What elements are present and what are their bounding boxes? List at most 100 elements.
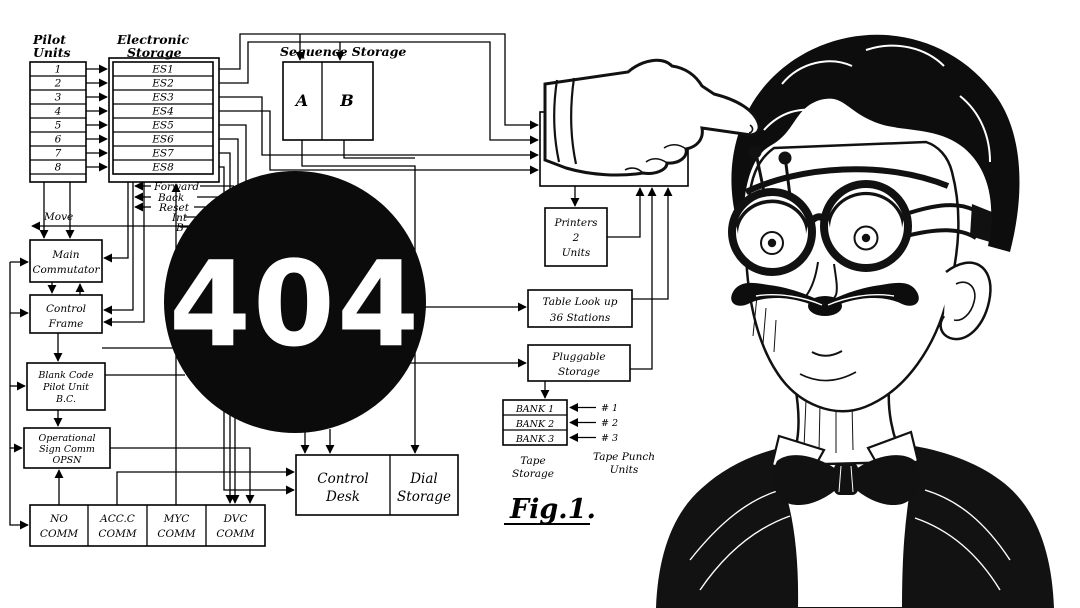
- tape-storage-label-1: Tape: [520, 455, 545, 467]
- sequence-storage-box: [282, 61, 374, 141]
- error-badge: 404: [164, 171, 426, 433]
- blank-code-label-2: Pilot Unit: [42, 382, 89, 393]
- operational-label-1: Operational: [38, 433, 95, 444]
- operational-sign-box: [23, 427, 111, 469]
- pointing-hand: [543, 58, 761, 177]
- hair-curls: [763, 44, 991, 163]
- pupil-right: [861, 233, 871, 243]
- printers-box: [544, 207, 608, 267]
- goggles-top-bar: [744, 166, 950, 195]
- es-row: ES1: [151, 64, 174, 76]
- engraved-man-illustration: [543, 34, 1054, 608]
- tape-bank-label: BANK 1: [515, 404, 554, 415]
- schematic-labels: Pilot Units Electronic Storage 1 2 3 4 5…: [32, 32, 655, 540]
- comm-cell-label: MYC: [163, 513, 190, 525]
- pluggable-label-1: Pluggable: [551, 351, 605, 363]
- flow-label-forward: Forward: [153, 181, 199, 193]
- flow-label-b: B: [175, 222, 184, 234]
- es-row: ES3: [151, 92, 174, 104]
- electronic-storage-box: [108, 57, 220, 183]
- operational-label-3: OPSN: [52, 455, 82, 466]
- es-row: ES2: [151, 78, 174, 90]
- nose: [805, 261, 838, 304]
- tape-banks-box: [502, 399, 568, 446]
- comm-cell-label: ACC.C: [99, 513, 135, 525]
- flow-label-move: Move: [43, 211, 73, 223]
- bowtie-right: [852, 455, 920, 506]
- cuff-lines: [553, 77, 578, 165]
- dial-storage-label-2: Storage: [397, 489, 451, 505]
- flow-label-int: Int: [171, 212, 188, 224]
- comm-cell-label: NO: [49, 513, 68, 525]
- bowtie-left: [772, 455, 840, 506]
- pilot-row: 3: [55, 92, 62, 104]
- comm-cell-label: COMM: [40, 528, 78, 540]
- control-frame-label-1: Control: [46, 303, 86, 315]
- control-frame-label-2: Frame: [48, 318, 84, 330]
- pilot-row: 5: [55, 120, 62, 132]
- coat-left: [656, 447, 799, 608]
- goggle-pin-right: [778, 151, 792, 165]
- printers-label-1: Printers: [553, 217, 598, 229]
- tape-bank-label: BANK 3: [515, 434, 554, 445]
- pilot-row: 6: [55, 134, 62, 146]
- main-commutator-label-2: Commutator: [32, 264, 100, 276]
- schematic-boxes: [23, 57, 689, 547]
- neck-hatching: [803, 399, 854, 453]
- goggles-strap-pad: [970, 204, 992, 242]
- main-commutator-box: [29, 239, 103, 283]
- mustache-right: [824, 282, 919, 312]
- pilot-row: 7: [55, 148, 62, 160]
- dial-storage-label-1: Dial: [409, 471, 438, 487]
- error-code: 404: [169, 235, 421, 373]
- figure-label: Fig.1.: [509, 494, 596, 525]
- table-lookup-box: [527, 289, 633, 328]
- operational-label-2: Sign Comm: [39, 444, 95, 455]
- sequence-cell-a: A: [294, 91, 308, 110]
- error-circle: [164, 171, 426, 433]
- es-row: ES6: [151, 134, 174, 146]
- cheek-hatching: [752, 295, 777, 353]
- sequence-storage-title: Sequence Storage: [280, 44, 406, 59]
- pilot-units-title-1: Pilot: [32, 32, 66, 47]
- control-desk-label-2: Desk: [325, 489, 360, 505]
- pluggable-label-2: Storage: [558, 366, 600, 378]
- tape-bank-label: BANK 2: [515, 419, 554, 430]
- printers-label-3: Units: [562, 247, 591, 259]
- pilot-row: 1: [55, 64, 62, 76]
- mustache-center: [808, 296, 842, 316]
- flow-label-reset: Reset: [158, 202, 190, 214]
- coat-right: [895, 445, 1054, 608]
- comm-cell-label: DVC: [223, 513, 248, 525]
- ear-inner: [953, 281, 976, 322]
- pilot-units-title-2: Units: [33, 45, 71, 60]
- comm-cell-label: COMM: [216, 528, 254, 540]
- table-lookup-label-2: 36 Stations: [550, 312, 611, 324]
- electronic-storage-title-2: Storage: [127, 45, 182, 60]
- chin-crease: [799, 371, 857, 382]
- mustache-left: [731, 282, 826, 312]
- goggle-pin-left: [748, 145, 762, 159]
- printers-label-2: 2: [572, 232, 580, 244]
- goggles-bridge: [806, 213, 828, 227]
- sequence-cell-b: B: [339, 91, 354, 110]
- tape-punch-ref: # 1: [601, 403, 618, 414]
- tape-storage-label-2: Storage: [512, 468, 554, 480]
- mustache-highlights: [755, 294, 895, 306]
- tape-punch-ref: # 2: [601, 418, 618, 429]
- control-frame-box: [29, 294, 103, 334]
- es-row: ES5: [151, 120, 174, 132]
- ear: [939, 261, 992, 341]
- tape-punch-units-label-2: Units: [610, 464, 639, 476]
- control-desk-box: [295, 454, 459, 516]
- flow-label-back: Back: [157, 192, 184, 204]
- blank-code-box: [26, 362, 106, 411]
- mouth: [811, 350, 843, 357]
- pupil-left: [767, 238, 777, 248]
- pilot-units-box: [29, 61, 87, 183]
- hair: [731, 34, 1020, 253]
- blank-code-label-3: B.C.: [55, 394, 76, 405]
- comm-cell-label: COMM: [98, 528, 136, 540]
